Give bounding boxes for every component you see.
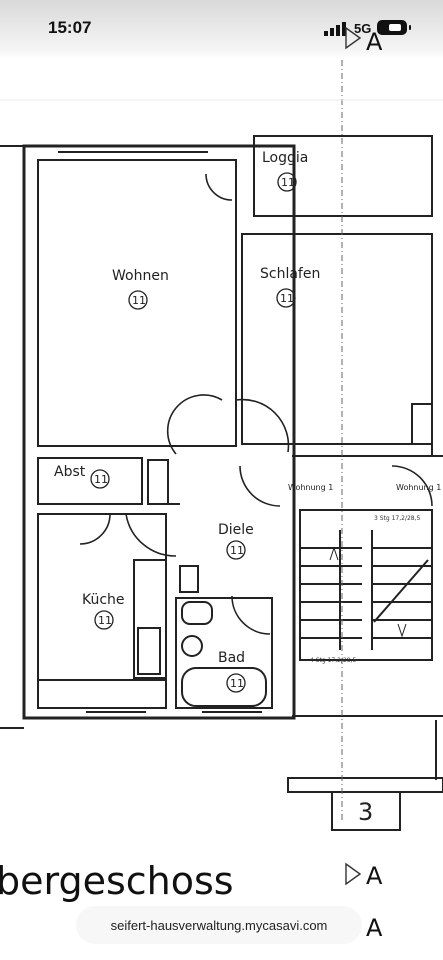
section-marker-top: A [366,28,383,56]
section-arrow-icon [345,26,362,50]
floor-title: bergeschoss [0,859,234,903]
room-label-loggia: Loggia [262,150,308,166]
room-label-schlafen: Schlafen [260,266,320,282]
room-label-diele: Diele [218,522,254,538]
url-text: seifert-hausverwaltung.mycasavi.com [110,917,328,933]
room-number-bad: 11 [230,677,244,690]
stair-label-lower: 4 Stg 17,2/28,5 [310,657,357,664]
signal-icon [324,22,346,36]
room-label-wohnen: Wohnen [112,268,169,284]
apartment-label-right: Wohnung 1 [396,483,441,492]
section-arrow-icon [345,862,362,886]
room-label-kueche: Küche [82,592,125,608]
room-label-bad: Bad [218,650,245,666]
stair-number: 3 [358,798,373,826]
room-number-kueche: 11 [98,614,112,627]
status-bar: 15:07 5G [0,0,443,60]
apartment-label-left: Wohnung 1 [288,483,333,492]
room-label-abst: Abst [54,464,86,480]
room-number-schlafen: 11 [280,292,294,305]
room-number-loggia: 11 [281,176,295,189]
room-number-wohnen: 11 [132,294,146,307]
network-type: 5G [354,21,372,36]
browser-url-bar[interactable]: seifert-hausverwaltung.mycasavi.com [76,906,362,944]
section-marker-bottom: A [366,862,383,890]
stair-label-upper: 3 Stg 17,2/28,5 [374,515,421,522]
battery-icon [377,20,411,35]
room-number-abst: 11 [94,473,108,486]
status-time: 15:07 [48,18,92,37]
section-marker-lower: A [366,914,383,942]
room-number-diele: 11 [230,544,244,557]
